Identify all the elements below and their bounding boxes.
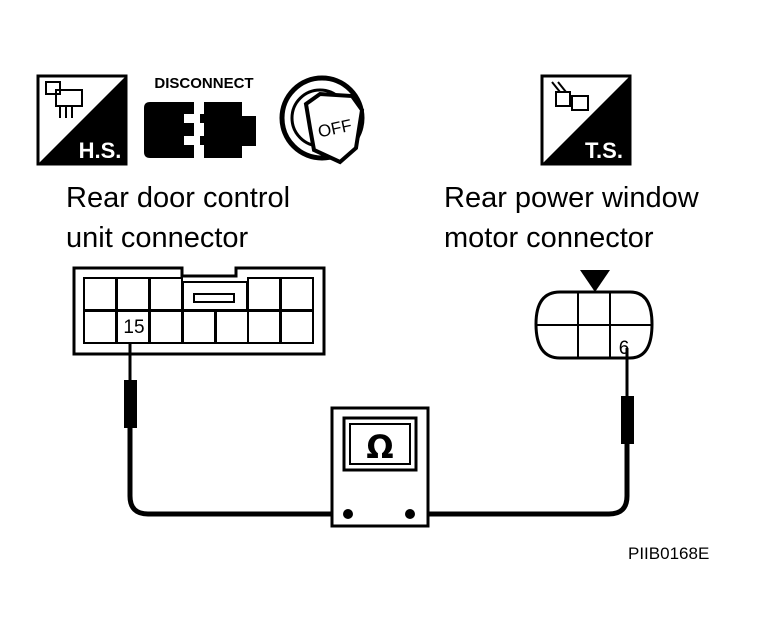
left-connector-title-line1: Rear door control bbox=[66, 182, 291, 214]
disconnect-icon: DISCONNECT bbox=[144, 75, 256, 158]
rear-power-window-motor-connector: 6 bbox=[534, 270, 654, 360]
disconnect-label: DISCONNECT bbox=[154, 75, 253, 92]
harness-side-icon: H.S. bbox=[36, 74, 128, 166]
right-connector-title-line2: motor connector bbox=[444, 222, 654, 254]
hs-label: H.S. bbox=[79, 138, 122, 163]
meter-probe-terminal-left bbox=[343, 509, 353, 519]
left-terminal-number: 15 bbox=[123, 317, 144, 338]
ts-label: T.S. bbox=[585, 138, 623, 163]
rear-door-control-unit-connector: 15 bbox=[72, 266, 326, 356]
figure-code: PIIB0168E bbox=[628, 544, 710, 563]
test-lead-left bbox=[124, 344, 348, 517]
test-lead-right bbox=[410, 348, 634, 517]
ignition-off-icon: OFF bbox=[279, 75, 365, 165]
terminal-side-icon: T.S. bbox=[540, 74, 632, 166]
right-connector-title-line1: Rear power window bbox=[444, 182, 699, 214]
right-terminal-number: 6 bbox=[619, 338, 630, 359]
meter-probe-terminal-right bbox=[405, 509, 415, 519]
left-connector-title-line2: unit connector bbox=[66, 222, 249, 254]
ohm-symbol: Ω bbox=[366, 428, 393, 466]
ohmmeter: Ω bbox=[330, 406, 430, 528]
